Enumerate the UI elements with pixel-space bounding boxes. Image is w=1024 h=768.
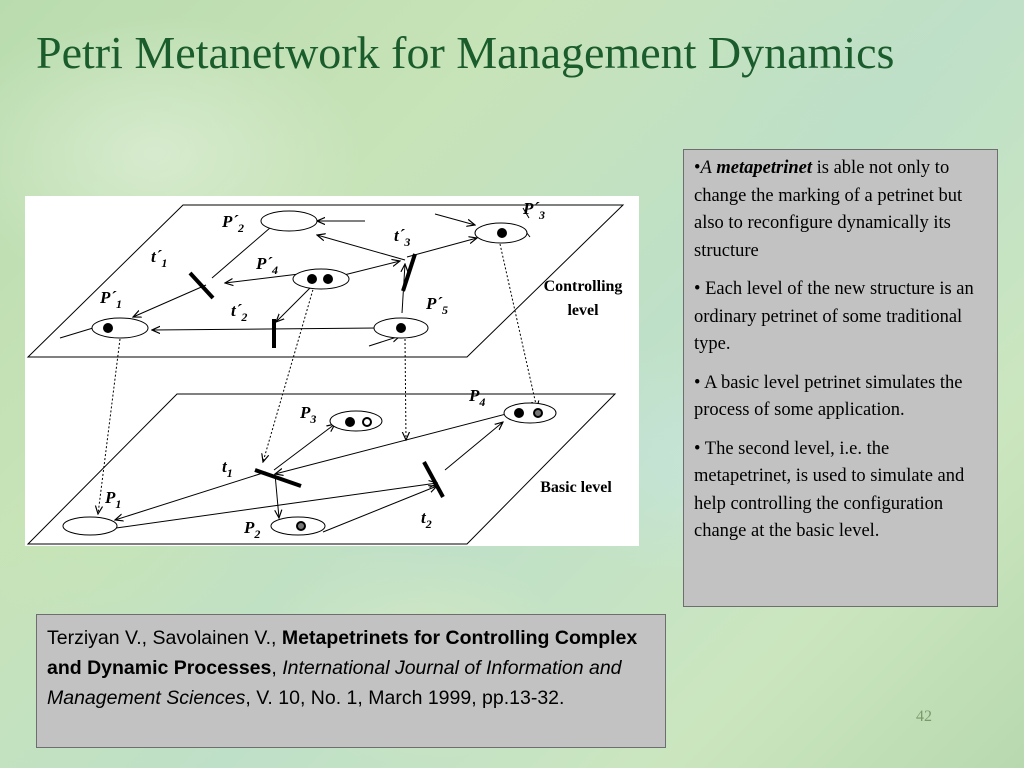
basic-level-label: Basic level (540, 479, 612, 496)
bullet-text-box: •A metapetrinet is able not only to chan… (683, 149, 998, 607)
token (396, 323, 406, 333)
label-p-prime-5: P´5 (425, 294, 448, 317)
label-p-3: P3 (299, 403, 316, 426)
token-grey (533, 408, 543, 418)
label-t-2: t2 (421, 508, 432, 531)
token (497, 228, 507, 238)
label-p-prime-2: P´2 (221, 212, 244, 235)
label-p-prime-4: P´4 (255, 254, 278, 277)
transition-t-2 (422, 461, 445, 498)
place-p-3 (329, 410, 383, 432)
bullet-1: •A metapetrinet is able not only to chan… (694, 158, 963, 261)
token-hollow (362, 417, 372, 427)
token (345, 417, 355, 427)
citation-details: , V. 10, No. 1, March 1999, pp.13-32. (245, 687, 565, 709)
controlling-level-plane (26, 204, 625, 358)
citation-box: Terziyan V., Savolainen V., Metapetrinet… (36, 614, 666, 748)
transition-t-1 (254, 468, 302, 488)
label-t-1: t1 (222, 457, 233, 480)
citation-journal: International Journal of Information and… (47, 657, 622, 709)
basic-level-plane (26, 393, 617, 545)
page-number: 42 (916, 708, 932, 725)
label-p-4: P4 (468, 386, 485, 409)
controlling-level-label-line2: level (567, 302, 599, 319)
controlling-level-label-line1: Controlling (544, 278, 623, 295)
metapetrinet-term: metapetrinet (716, 158, 812, 178)
label-p-1: P1 (104, 488, 121, 511)
bullet-4: • The second level, i.e. the metapetrine… (694, 438, 965, 542)
citation-authors: Terziyan V., Savolainen V., (47, 627, 282, 649)
transition-t-prime-1 (188, 271, 215, 300)
label-t-prime-3: t´3 (394, 226, 410, 249)
transition-t-prime-3 (401, 253, 417, 292)
token (307, 274, 317, 284)
place-p-1 (62, 516, 118, 536)
place-p-prime-4 (292, 268, 350, 290)
bullet-3: • A basic level petrinet simulates the p… (694, 372, 963, 421)
label-p-prime-1: P´1 (99, 288, 122, 311)
token (103, 323, 113, 333)
bullet-2: • Each level of the new structure is an … (694, 279, 974, 354)
petri-metanetwork-diagram: P´2 P´3 P´4 P´1 P´5 t´1 t´2 t´3 P1 P2 P3… (25, 196, 639, 546)
place-p-prime-1 (91, 317, 149, 339)
place-p-prime-2 (260, 210, 318, 232)
place-p-4 (503, 402, 557, 424)
slide-title: Petri Metanetwork for Management Dynamic… (36, 27, 895, 78)
token-grey (296, 521, 306, 531)
label-t-prime-2: t´2 (231, 301, 247, 324)
token (323, 274, 333, 284)
label-t-prime-1: t´1 (151, 247, 167, 270)
label-p-prime-3: P´3 (522, 199, 545, 222)
token (514, 408, 524, 418)
citation-title: Metapetrinets for Controlling Complex an… (47, 627, 638, 679)
label-p-2: P2 (243, 518, 260, 541)
